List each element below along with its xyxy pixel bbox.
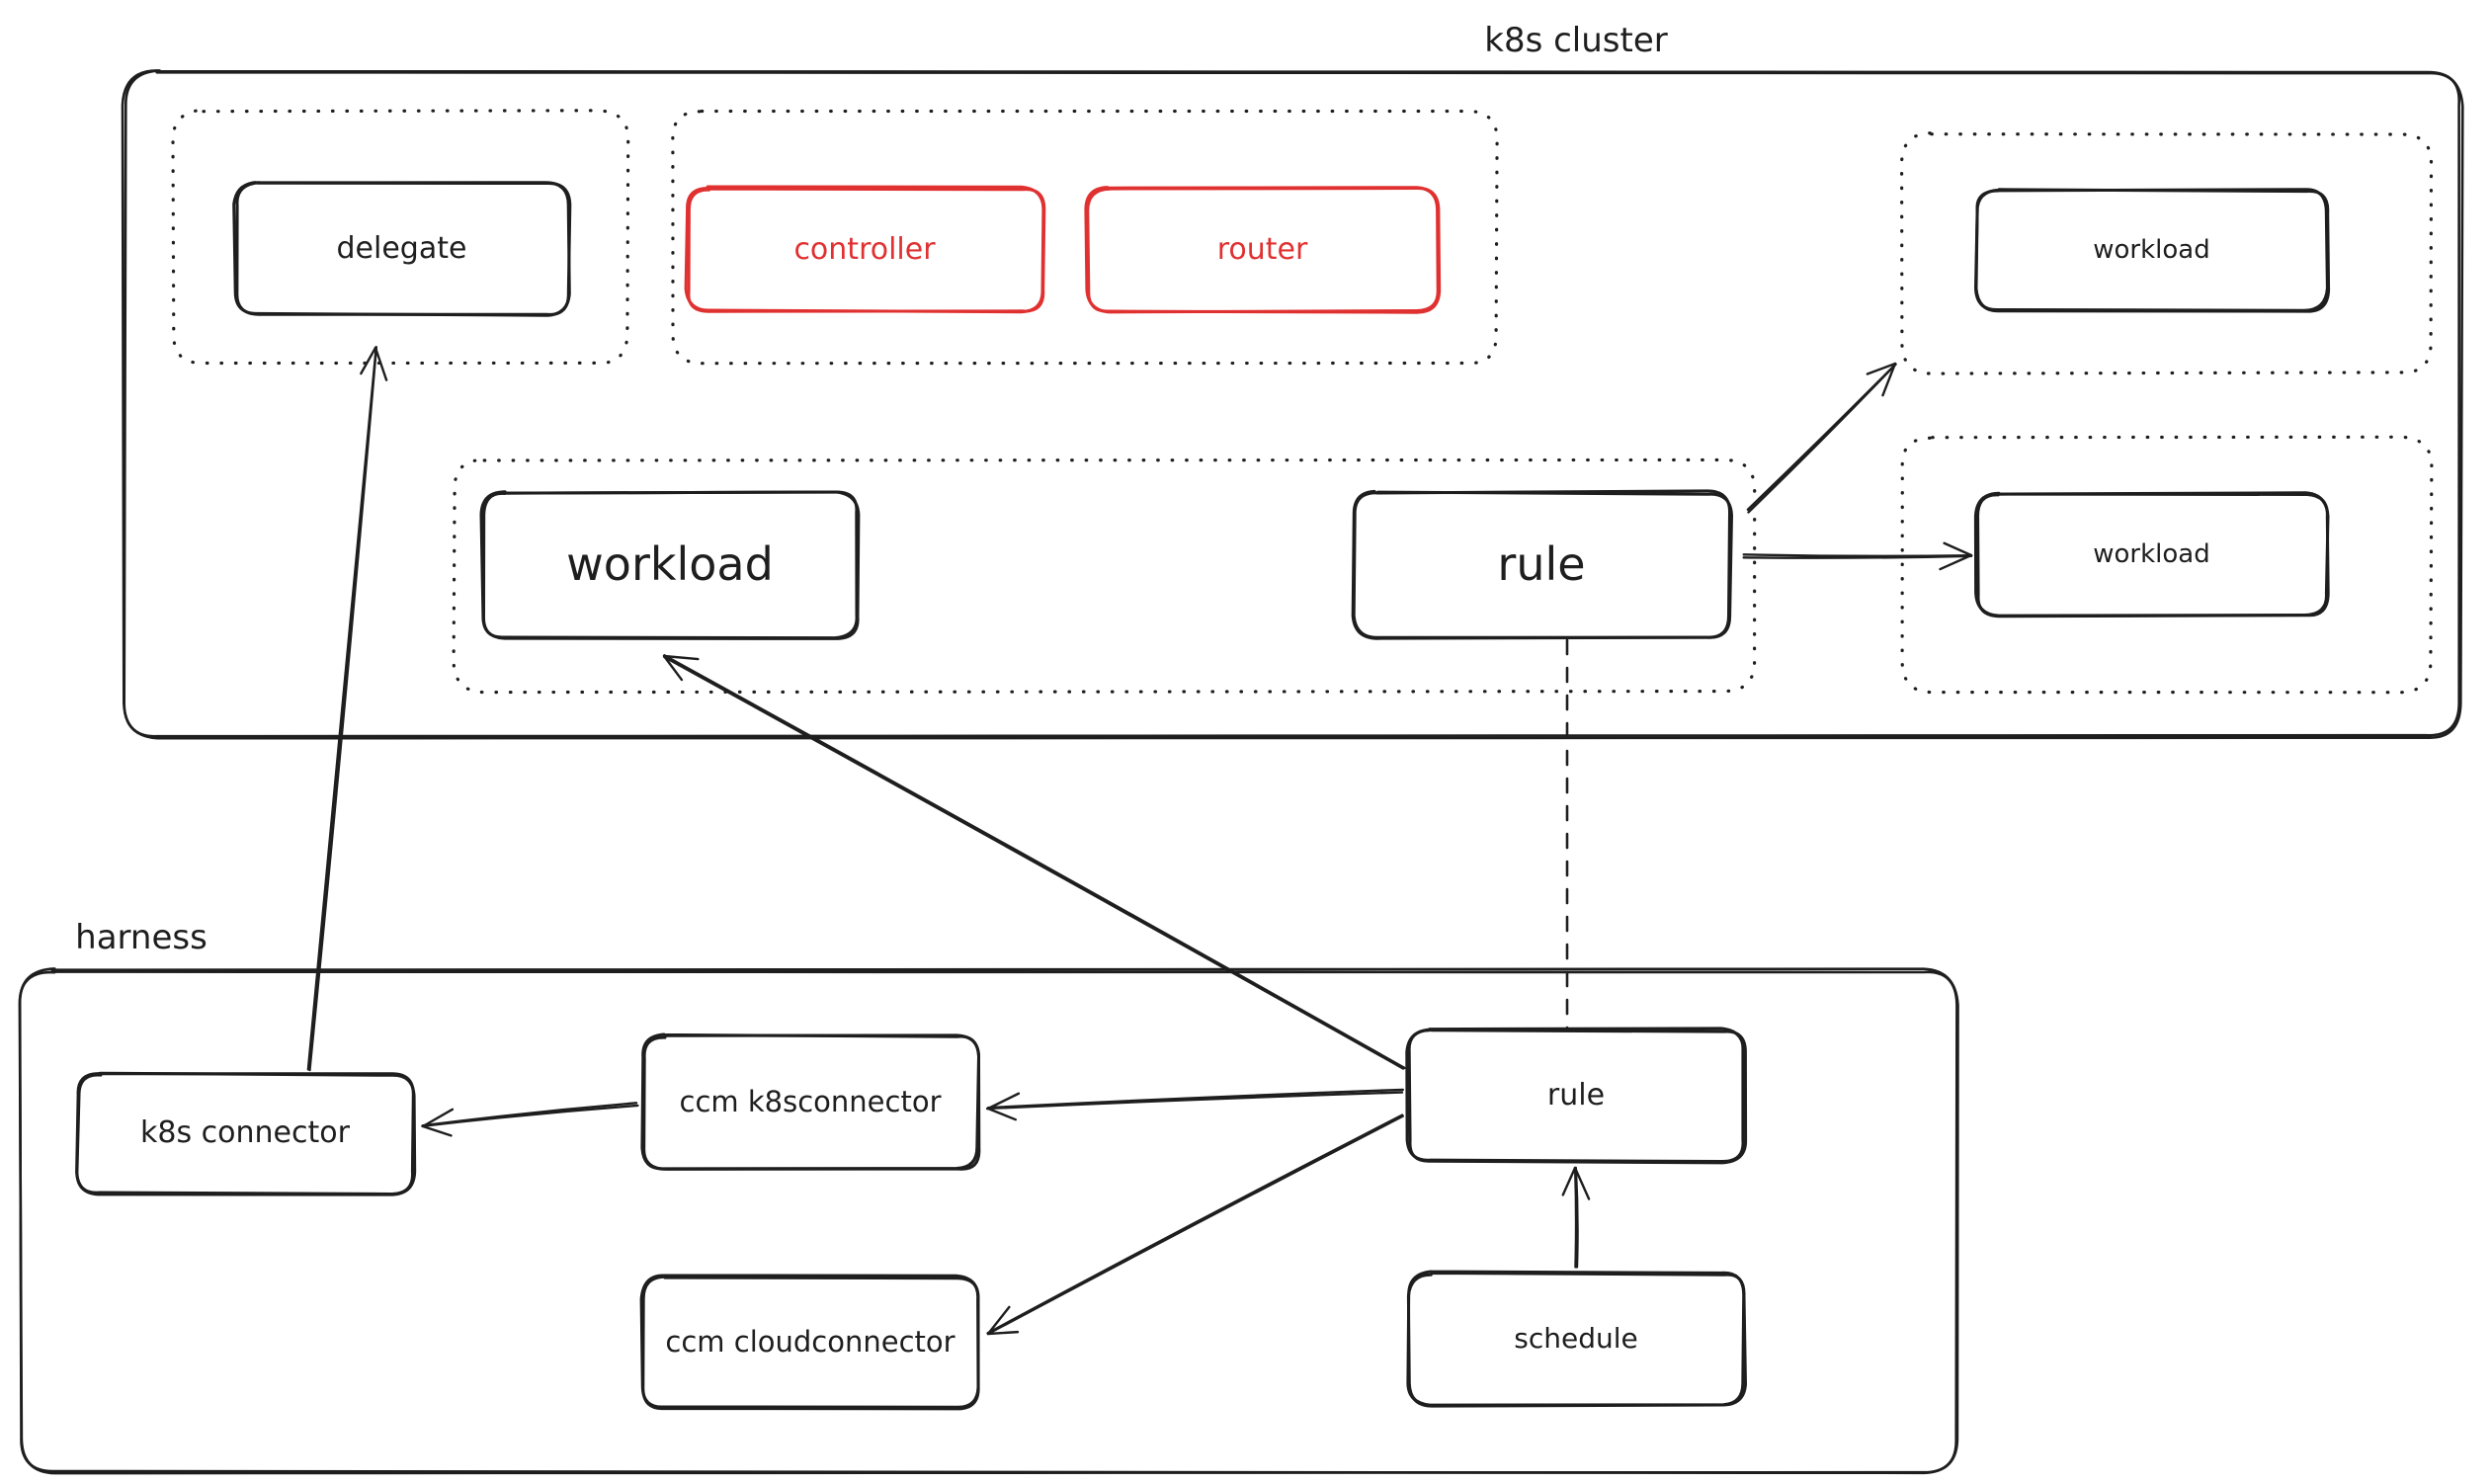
group-harness [18,967,1959,1475]
edge-edge-ccm-k8s-to-k8s-connector [421,1102,639,1137]
subgroup-workload-rule-group [452,457,1757,695]
edge-edge-rule-cluster-to-workload-top [1746,362,1897,514]
node-rule-harness[interactable] [1405,1027,1748,1165]
node-delegate[interactable] [232,181,572,317]
subgroup-workload-bottom-right-group [1900,435,2434,695]
node-workload-top-right[interactable] [1974,188,2331,313]
node-schedule[interactable] [1406,1270,1747,1408]
node-k8s-connector[interactable] [75,1071,417,1196]
edge-edge-schedule-to-rule [1561,1166,1591,1269]
edge-edge-rule-cluster-to-workload-bottom [1742,541,1973,571]
node-rule-cluster[interactable] [1351,489,1733,640]
subgroup-delegate-group [171,108,630,366]
node-controller[interactable] [684,185,1046,314]
subgroup-workload-top-right-group [1900,131,2434,375]
edge-edge-k8sconnector-to-delegate [306,346,388,1072]
node-workload-cluster[interactable] [479,490,861,640]
edge-edge-rule-to-ccm-cloud-connector [986,1113,1404,1336]
edge-edge-rule-to-ccm-k8s-connector [985,1088,1404,1121]
node-router[interactable] [1084,186,1442,314]
node-ccm-cloud-connector[interactable] [639,1274,980,1411]
edge-edge-rule-to-workload-cluster [662,654,1406,1070]
group-k8s-cluster [121,69,2464,740]
node-workload-bottom-right[interactable] [1973,491,2330,618]
node-ccm-k8s-connector[interactable] [640,1032,981,1171]
